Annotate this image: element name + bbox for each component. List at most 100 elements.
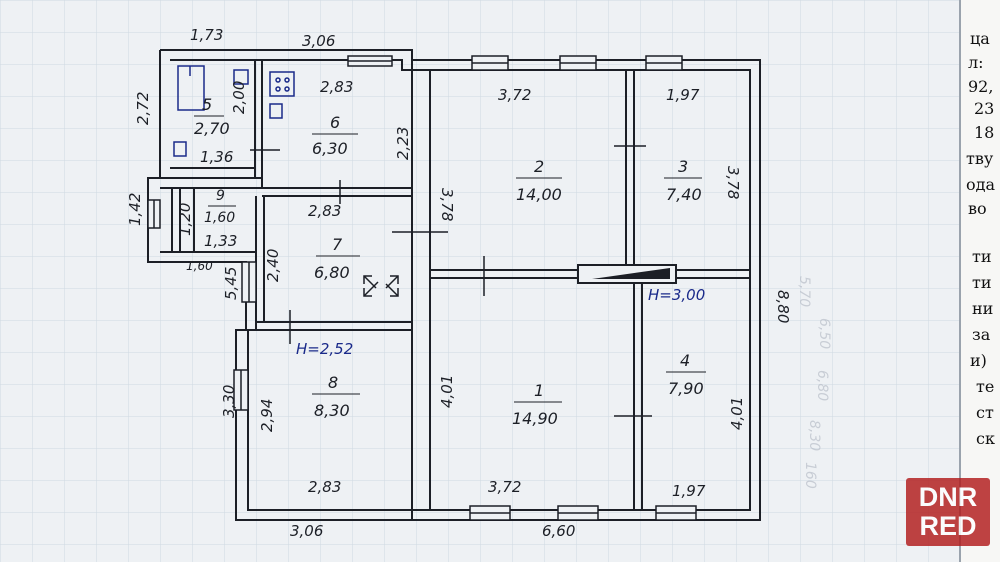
svg-text:тву: тву [966,149,994,168]
sink-icon [173,141,187,157]
window-left-room8 [233,369,249,411]
svg-text:6,80: 6,80 [314,263,350,282]
svg-text:6,30: 6,30 [312,139,348,158]
svg-text:14,90: 14,90 [512,409,558,428]
outer-walls [147,49,761,521]
svg-text:8,30: 8,30 [806,420,822,451]
dim-left-mid: 1,42 [126,193,144,226]
svg-text:7,90: 7,90 [668,379,704,398]
dim-r8-bottom: 2,83 [308,478,341,496]
svg-text:ца: ца [970,29,990,48]
room-8: 8 8,30 [312,373,360,420]
svg-text:6,80: 6,80 [814,370,830,401]
svg-text:4: 4 [680,351,690,370]
dim-r2-top: 3,72 [498,86,531,104]
dim-r6-top: 2,83 [320,78,353,96]
dim-r2-left: 3,78 [438,188,456,221]
svg-text:ст: ст [976,403,994,422]
window-bottom-room4 [655,505,697,521]
svg-text:2: 2 [534,157,544,176]
room-1: 1 14,90 [512,381,562,428]
svg-text:те: те [976,377,994,396]
windows [147,55,697,521]
window-top-room2-a [471,55,509,71]
dim-r5-height: 2,00 [230,81,248,114]
room-9: 9 1,60 [204,188,236,226]
stove [577,264,677,284]
dim-bottom-right: 6,60 [542,522,575,540]
watermark-line-2: RED [919,511,977,541]
dim-r4-bottom: 1,97 [672,482,706,500]
dim-left-low: 5,45 [222,267,240,300]
window-bottom-room1-b [557,505,599,521]
bathtub-icon [177,65,205,111]
outer-dimensions: 1,73 3,06 2,72 1,42 5,45 3,30 8,80 3,06 … [126,26,792,540]
svg-text:14,00: 14,00 [516,185,562,204]
adjacent-page-text: ца л: 92, 23 18 тву ода во ти ти ни за и… [966,29,995,448]
dim-r5-bottom: 1,36 [200,148,233,166]
window-top-room2-b [559,55,597,71]
window-left-room7 [241,261,257,303]
window-left-room9 [147,199,161,229]
dim-left-bottom: 3,30 [220,385,238,418]
svg-text:ти: ти [972,247,992,266]
room-6: 6 6,30 [312,113,358,158]
svg-text:5,70: 5,70 [796,276,812,307]
svg-text:92,: 92, [968,77,993,96]
room-5: 5 2,70 [194,95,230,138]
dim-r7-left: 2,40 [264,249,282,282]
ceiling-heights: H=2,52 H=3,00 [296,286,705,358]
svg-text:6,50: 6,50 [816,318,832,349]
window-bottom-room1-a [469,505,511,521]
dim-r3-right: 3,78 [724,166,742,199]
dim-r7-top: 2,83 [308,202,341,220]
dim-r1-left: 4,01 [438,375,456,408]
svg-text:3: 3 [678,157,688,176]
room-3: 3 7,40 [664,157,702,204]
svg-text:ти: ти [972,273,992,292]
bleed-through-text: 5,70 6,50 6,80 8,30 160 [796,276,832,489]
height-left: H=2,52 [296,340,353,358]
svg-text:за: за [972,325,991,344]
window-top-room6 [347,55,393,67]
dim-r9-bottom: 1,33 [204,232,237,250]
svg-text:и): и) [970,351,987,370]
stove-top-icon [269,71,295,97]
svg-text:18: 18 [974,123,994,142]
toilet-icon [233,69,249,85]
svg-text:9: 9 [216,188,225,204]
svg-text:2,70: 2,70 [194,119,230,138]
svg-text:5: 5 [202,95,212,114]
svg-text:ни: ни [972,299,993,318]
room-7: 7 6,80 [314,235,360,282]
svg-text:6: 6 [330,113,340,132]
watermark-logo: DNR RED [906,478,990,546]
dim-top-mid: 3,06 [302,32,335,50]
doors [250,145,652,417]
dim-r4-right: 4,01 [728,397,746,430]
fixtures [173,65,295,157]
svg-text:23: 23 [974,99,994,118]
room-4: 4 7,90 [666,351,706,398]
svg-text:ск: ск [976,429,995,448]
dim-top-left: 1,73 [190,26,223,44]
room-labels: 1 14,90 2 14,00 3 7,40 4 7,90 5 2,70 6 6… [194,95,706,428]
dim-r8-left: 2,94 [258,399,276,432]
dim-bottom-left: 3,06 [290,522,323,540]
svg-text:7: 7 [332,235,343,254]
inner-dimensions: 2,00 1,36 2,83 2,23 1,20 1,33 1,60 2,83 … [176,78,746,500]
dim-r9-outer-bottom: 1,60 [186,259,213,273]
dim-right: 8,80 [774,290,792,323]
dim-r6-right: 2,23 [394,127,412,160]
svg-text:8: 8 [328,373,338,392]
watermark-line-1: DNR [918,482,978,512]
dim-r9-height: 1,20 [176,203,194,236]
adjacent-page [960,0,1000,562]
svg-text:160: 160 [802,462,818,489]
svg-text:ода: ода [966,175,995,194]
svg-text:8,30: 8,30 [314,401,350,420]
kitchen-sink-icon [269,103,283,119]
svg-text:1,60: 1,60 [204,210,235,226]
